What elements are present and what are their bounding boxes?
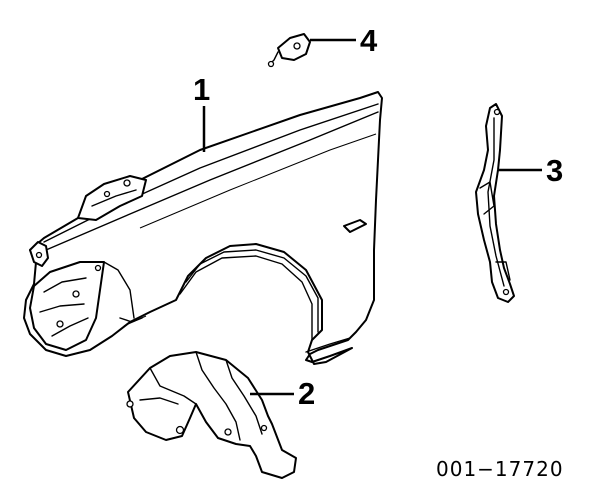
clip-part <box>267 33 311 68</box>
callout-label-3: 3 <box>546 153 563 188</box>
bracket-part <box>475 103 515 303</box>
callout-label-4: 4 <box>360 23 378 58</box>
reference-code: 001−17720 <box>436 457 564 481</box>
fender-part <box>23 91 383 365</box>
callout-label-2: 2 <box>298 376 315 411</box>
splash-shield-part <box>126 351 297 479</box>
callout-label-1: 1 <box>193 72 210 107</box>
